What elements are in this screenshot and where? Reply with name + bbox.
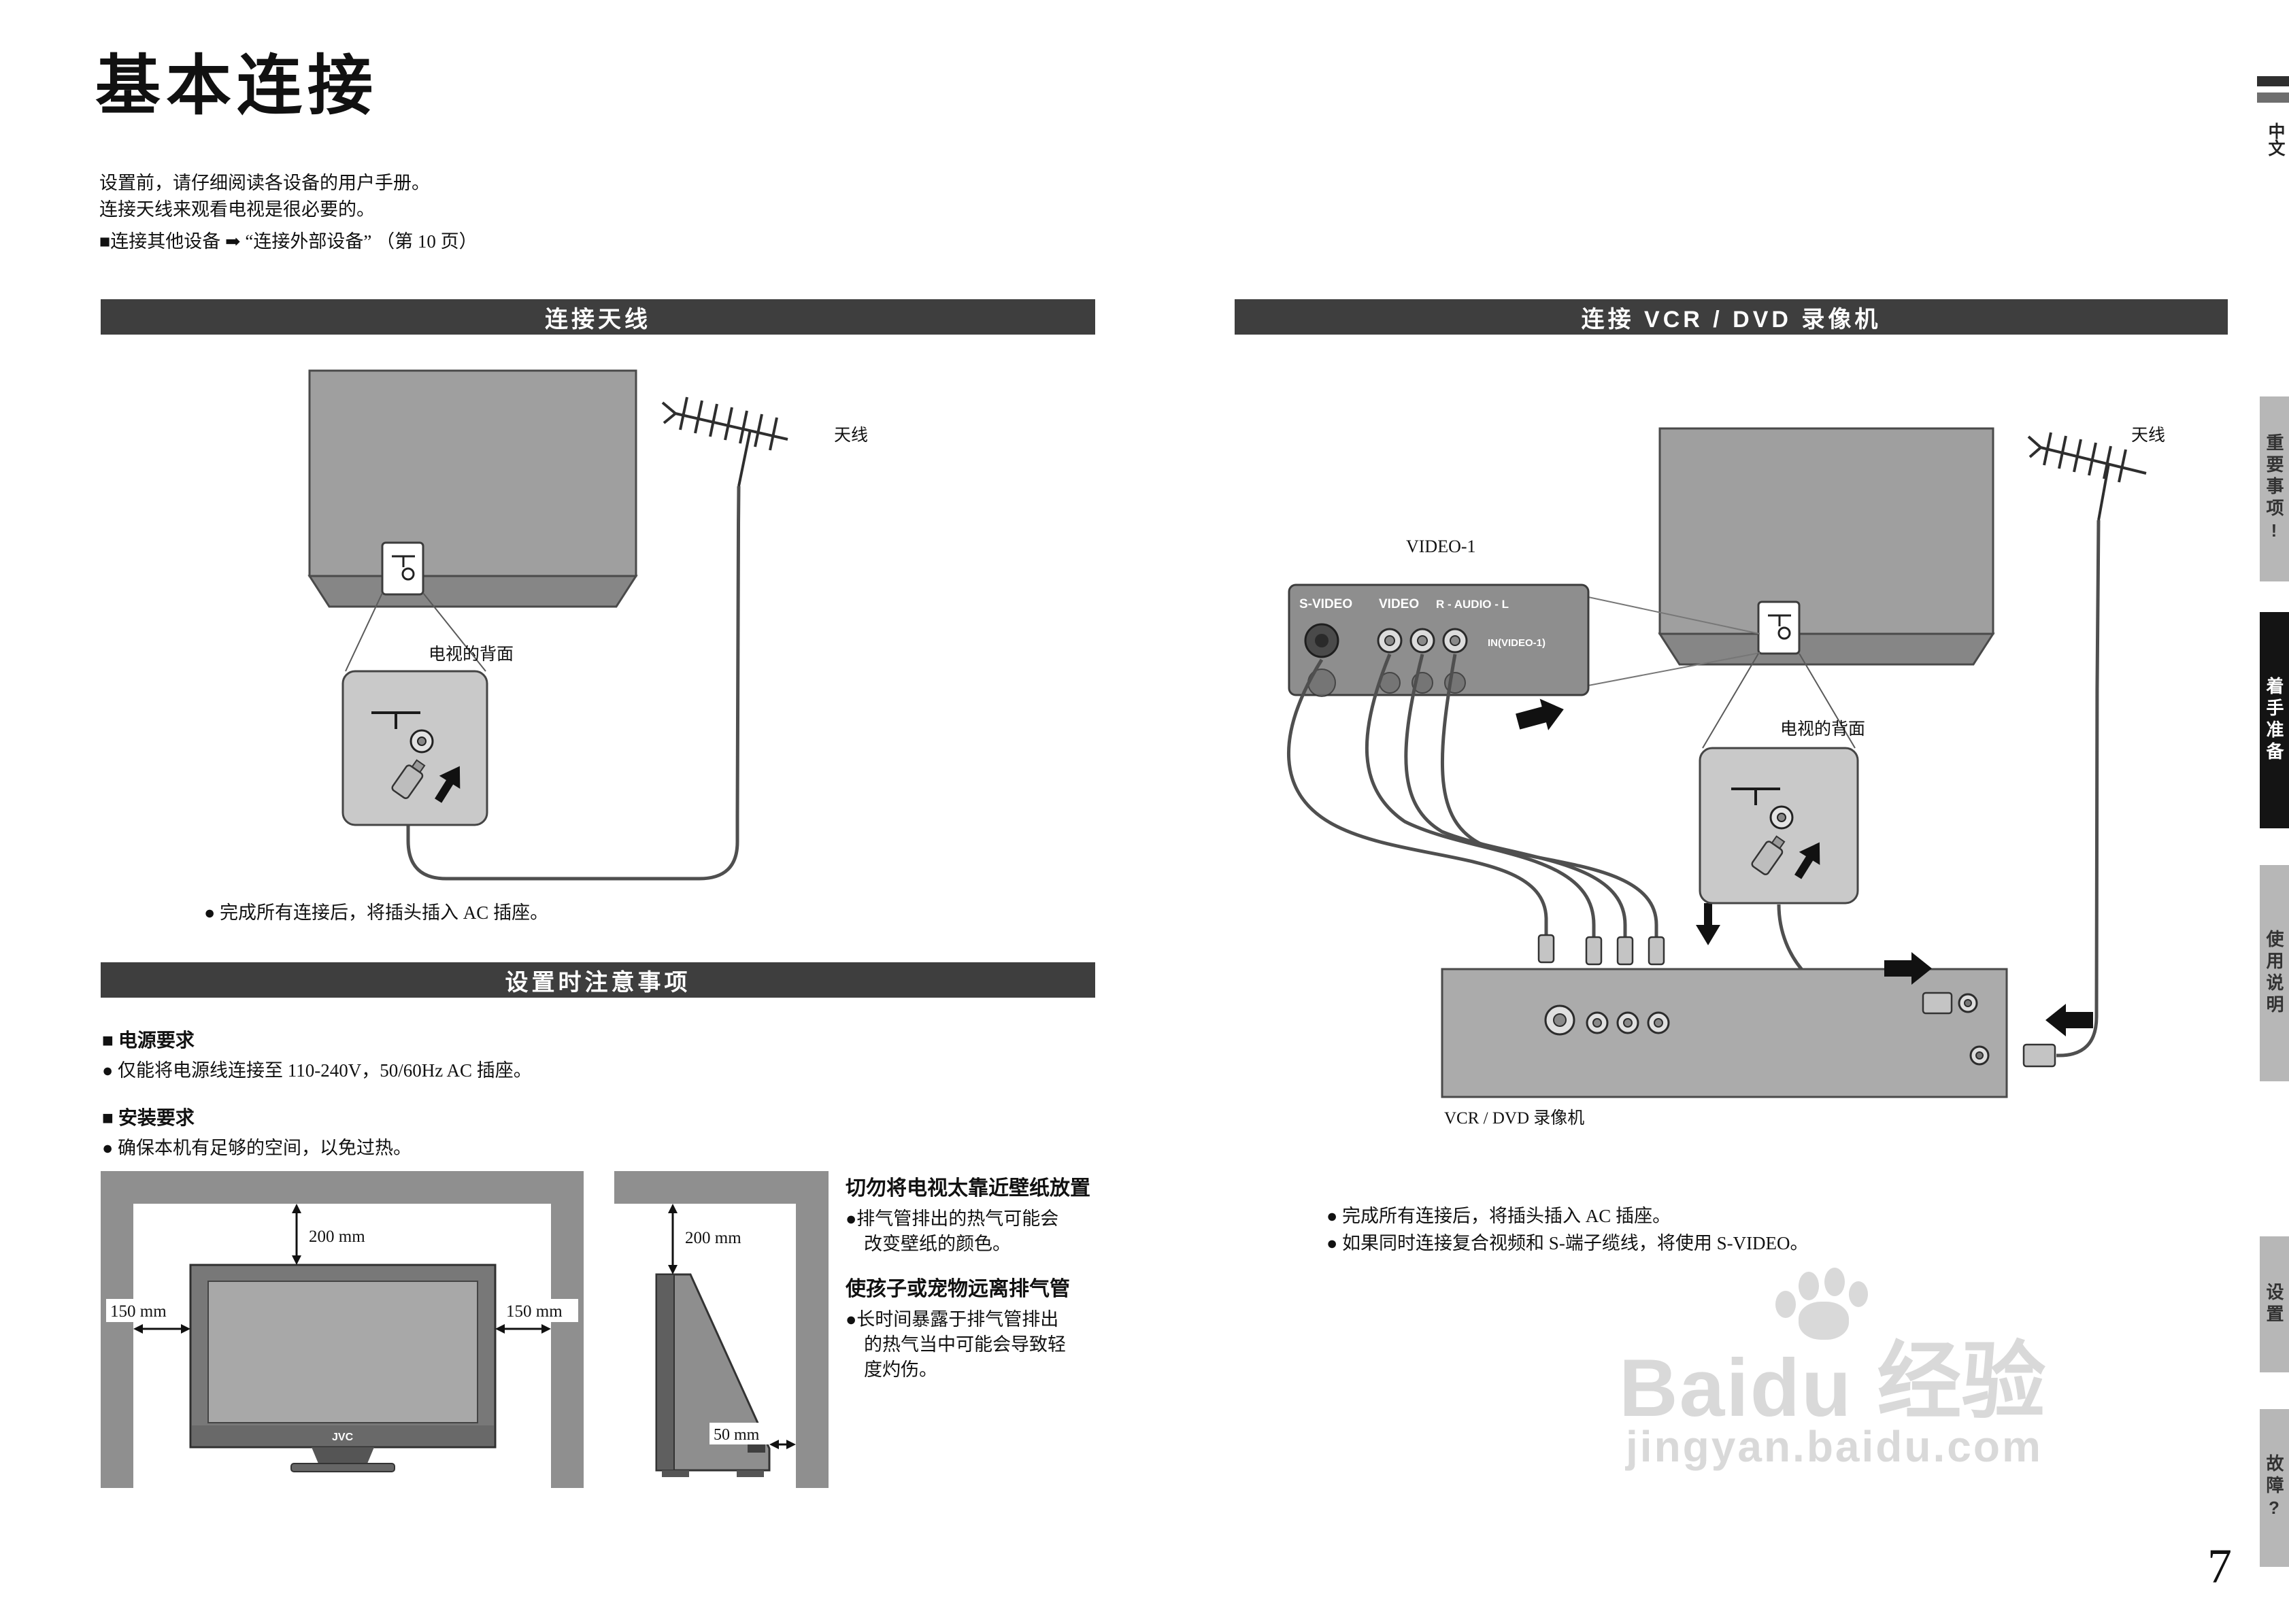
rca-jacks-in <box>1377 628 1468 654</box>
warning1-line2: 改变壁纸的颜色。 <box>864 1234 1011 1254</box>
warning2-title: 使孩子或宠物远离排气管 <box>846 1278 1070 1300</box>
tv-back-label: 电视的背面 <box>1780 720 1865 739</box>
wall-frame <box>101 1171 584 1488</box>
vcr-notes: ● 完成所有连接后，将插头插入 AC 插座。 ● 如果同时连接复合视频和 S-端… <box>1326 1202 1809 1257</box>
antenna-plug <box>391 759 426 799</box>
watermark-brand-cn: 经验 <box>1877 1336 2046 1429</box>
insert-arrow-icon <box>1794 842 1820 879</box>
watermark-logo: Baidu 经验 <box>1619 1313 2045 1435</box>
page-number: 7 <box>2207 1539 2232 1593</box>
corner-mark-bottom <box>2257 92 2289 103</box>
dim-side-top-label: 200 mm <box>685 1229 741 1247</box>
warning1-line1: ●排气管排出的热气可能会 <box>846 1208 1059 1229</box>
insert-right-arrow-icon <box>1884 952 1932 985</box>
vcr-illustration <box>1441 968 2008 1098</box>
page-title: 基本连接 <box>95 50 378 122</box>
watermark-url: jingyan.baidu.com <box>1626 1422 2043 1471</box>
coax-plug <box>1922 992 1953 1015</box>
av-plugs <box>1537 934 1665 966</box>
dim-left-label: 150 mm <box>110 1302 167 1321</box>
section-header-vcr: 连接 VCR / DVD 录像机 <box>1235 299 2228 335</box>
watermark-brand: Baidu <box>1619 1342 1853 1434</box>
zoom-callout-lines <box>345 592 486 672</box>
tv-back-illustration <box>307 369 638 608</box>
antenna-cable <box>406 486 741 881</box>
install-requirement-title: ■ 安装要求 <box>102 1108 195 1129</box>
sidebar-tab-preparation: 着手准备 <box>2260 612 2289 828</box>
install-requirement-note: ● 确保本机有足够的空间，以免过热。 <box>102 1138 412 1158</box>
video-label: VIDEO <box>1379 597 1419 611</box>
vcr-connection-diagram: VIDEO-1 S-VIDEO VIDEO R - AUDIO - L IN(V… <box>1287 426 2165 1128</box>
section-header-setup: 设置时注意事项 <box>101 962 1095 998</box>
sidebar-tab-instructions: 使用说明 <box>2260 865 2289 1081</box>
antenna-terminal-zoom-box <box>1699 747 1859 904</box>
dim-side-back-label: 50 mm <box>714 1426 760 1444</box>
antenna-icon <box>2027 432 2147 521</box>
insert-arrow-icon <box>435 766 461 803</box>
tv-back-label: 电视的背面 <box>429 645 514 664</box>
sidebar-tab-setup: 设置 <box>2260 1236 2289 1372</box>
dim-top-label: 200 mm <box>309 1228 365 1246</box>
dim-right-label: 150 mm <box>506 1302 563 1321</box>
vcr-note-2: ● 如果同时连接复合视频和 S-端子缆线，将使用 S-VIDEO。 <box>1326 1233 1809 1253</box>
wall-frame <box>614 1171 829 1488</box>
antenna-label: 天线 <box>834 426 868 445</box>
warning1-title: 切勿将电视太靠近壁纸放置 <box>846 1177 1090 1200</box>
intro-line-2: 连接天线来观看电视是很必要的。 <box>99 199 375 220</box>
rca-jacks-second-row <box>1307 669 1466 697</box>
tv-back-illustration <box>1658 427 1995 666</box>
antenna-plug <box>1751 835 1786 875</box>
antenna-note: ● 完成所有连接后，将插头插入 AC 插座。 <box>204 902 549 923</box>
power-requirement-note: ● 仅能将电源线连接至 110-240V，50/60Hz AC 插座。 <box>102 1060 532 1081</box>
tv-front-illustration: JVC <box>189 1264 497 1472</box>
tv-side-illustration <box>655 1273 771 1477</box>
antenna-connection-diagram: 天线 电视的背面 <box>307 369 868 881</box>
plug-in-arrow-icon <box>1516 698 1564 730</box>
in-video1-label: IN(VIDEO-1) <box>1488 637 1546 649</box>
dimension-arrows <box>136 1206 548 1330</box>
video1-panel: S-VIDEO VIDEO R - AUDIO - L IN(VIDEO-1) <box>1288 583 1590 697</box>
dimension-arrowheads <box>133 1204 551 1334</box>
insert-left-arrow-icon <box>2045 1004 2093 1036</box>
intro-line-1: 设置前，请仔细阅读各设备的用户手册。 <box>99 173 430 193</box>
sidebar-tab-trouble: 故障? <box>2260 1409 2289 1567</box>
setup-warnings: 切勿将电视太靠近壁纸放置 ●排气管排出的热气可能会 改变壁纸的颜色。 使孩子或宠… <box>846 1171 1118 1383</box>
intro-text: 设置前，请仔细阅读各设备的用户手册。 连接天线来观看电视是很必要的。 ■连接其他… <box>99 170 478 255</box>
warning2-line1: ●长时间暴露于排气管排出 <box>846 1309 1059 1330</box>
antenna-terminal-zoom-box <box>341 670 488 826</box>
antenna-label: 天线 <box>2131 426 2165 445</box>
insert-down-arrow-icon <box>1696 903 1720 945</box>
video1-label: VIDEO-1 <box>1406 537 1476 556</box>
power-requirement-title: ■ 电源要求 <box>102 1030 195 1051</box>
s-video-label: S-VIDEO <box>1299 597 1352 611</box>
corner-mark-top <box>2257 76 2289 86</box>
warning2-line2: 的热气当中可能会导致轻 <box>864 1334 1066 1355</box>
antenna-icon <box>661 396 788 487</box>
vcr-note-1: ● 完成所有连接后，将插头插入 AC 插座。 <box>1326 1206 1671 1226</box>
panel-callout-lines <box>1588 596 1760 686</box>
dimension-arrowheads <box>668 1204 796 1449</box>
av-cables <box>1287 654 1658 937</box>
antenna-wire-plug <box>2022 1043 2056 1068</box>
clearance-side-diagram: 200 mm 50 mm <box>614 1171 829 1488</box>
warning2-line3: 度灼伤。 <box>864 1359 937 1380</box>
audio-label: R - AUDIO - L <box>1436 598 1509 611</box>
paw-icon <box>1775 1266 1877 1341</box>
language-label: 中文 <box>2266 122 2284 156</box>
sidebar-tab-important: 重要事项! <box>2260 396 2289 581</box>
zoom-callout-lines <box>1702 653 1856 749</box>
tv-brand-logo: JVC <box>332 1432 354 1443</box>
section-header-antenna: 连接天线 <box>101 299 1095 335</box>
clearance-front-diagram: JVC 200 mm 150 mm 150 mm <box>101 1171 584 1488</box>
antenna-cable <box>2056 520 2101 1058</box>
vcr-label: VCR / DVD 录像机 <box>1444 1109 1584 1128</box>
intro-line-3: ■连接其他设备 ➡ “连接外部设备” （第 10 页） <box>99 231 478 252</box>
